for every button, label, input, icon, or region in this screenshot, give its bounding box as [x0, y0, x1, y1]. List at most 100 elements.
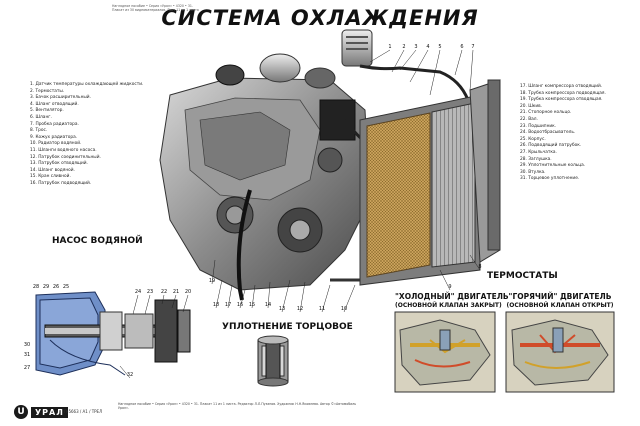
pump-callout: 23 [147, 289, 153, 295]
legend-right-item: 22. Вал. [520, 116, 538, 122]
pump-callout: 22 [161, 289, 167, 295]
pump-callout: 32 [127, 372, 133, 378]
engine-callout: 3 [414, 44, 417, 50]
engine-callout: 9 [448, 284, 451, 290]
engine-callout: 2 [402, 44, 405, 50]
engine-block [159, 29, 470, 301]
poster-code: П-5663 / А1 / ТРЕЛ [64, 409, 103, 414]
pump-callout: 21 [173, 289, 179, 295]
engine-callout: 10 [341, 306, 347, 312]
engine-callout: 12 [297, 306, 303, 312]
legend-left-item: 13. Патрубок отводящий. [30, 161, 88, 167]
engine-callout: 15 [249, 302, 255, 308]
legend-right-item: 20. Шкив. [520, 103, 543, 109]
engine-callout: 19 [209, 278, 215, 284]
face-seal-illustration [257, 335, 289, 387]
seal-heading: УПЛОТНЕНИЕ ТОРЦОВОЕ [222, 322, 353, 332]
cold-engine-label: "ХОЛОДНЫЙ" ДВИГАТЕЛЬ [395, 292, 509, 301]
engine-callout: 14 [265, 302, 271, 308]
pump-leader-line [132, 294, 139, 315]
thermostats-heading: ТЕРМОСТАТЫ [487, 271, 558, 281]
pump-leader-line [161, 294, 165, 305]
pump-leader-line [119, 365, 131, 379]
legend-right-item: 19. Трубка компрессора отводящая. [520, 97, 603, 103]
engine-callout: 1 [388, 44, 391, 50]
pump-callout: 26 [53, 284, 59, 290]
legend-right-item: 29. Уплотнительные кольца. [520, 163, 586, 169]
engine-leader-line [227, 284, 233, 309]
engine-leader-line [251, 284, 256, 309]
pump-callout: 31 [24, 352, 30, 358]
ural-logo-icon: U [14, 405, 28, 419]
engine-callout: 16 [237, 302, 243, 308]
engine-leader-line [343, 284, 356, 313]
pump-heading: НАСОС ВОДЯНОЙ [52, 236, 143, 246]
legend-right-item: 26. Подводящий патрубок. [520, 143, 582, 149]
engine-leader-line [391, 49, 405, 73]
legend-left-item: 10. Радиатор водяной. [30, 141, 82, 147]
engine-leader-line [215, 279, 223, 309]
engine-leader-line [267, 281, 271, 309]
legend-right-item: 31. Торцевое уплотнение. [520, 176, 580, 182]
legend-right-item: 28. Заглушка. [520, 156, 552, 162]
pump-leader-line [144, 294, 151, 315]
legend-right-item: 24. Водоотбрасыватель. [520, 130, 576, 136]
legend-left-item: 12. Патрубок соединительный. [30, 154, 101, 160]
page-title: СИСТЕМА ОХЛАЖДЕНИЯ [161, 6, 479, 30]
legend-left-item: 8. Трос. [30, 128, 48, 134]
engine-leader-line [469, 254, 481, 271]
logo-text: УРАЛ [31, 406, 68, 418]
legend-left-item: 14. Шланг водяной. [30, 167, 75, 173]
engine-leader-line [369, 49, 391, 63]
thermostat-cold-illustration [394, 311, 496, 393]
engine-leader-line [409, 49, 429, 83]
legend-left-item: 6. Шланг. [30, 114, 52, 120]
pump-callout: 29 [43, 284, 49, 290]
pump-leader-line [182, 294, 189, 313]
pump-callout: 24 [135, 289, 141, 295]
hot-valve-label: (ОСНОВНОЙ КЛАПАН ОТКРЫТ) [506, 302, 614, 309]
legend-left-item: 4. Шланг отводящий. [30, 101, 79, 107]
pump-callout: 28 [33, 284, 39, 290]
engine-callout: 6 [460, 44, 463, 50]
cold-valve-label: (ОСНОВНОЙ КЛАПАН ЗАКРЫТ) [395, 302, 502, 309]
legend-right-item: 25. Корпус. [520, 136, 546, 142]
engine-callout: 18 [213, 302, 219, 308]
engine-leader-line [469, 49, 474, 91]
engine-callout: 7 [471, 44, 474, 50]
engine-callout: 13 [279, 306, 285, 312]
logo: U УРАЛ [14, 404, 68, 420]
engine-callout: 5 [438, 44, 441, 50]
engine-leader-line [321, 284, 331, 313]
legend-left-item: 2. Термостаты. [30, 88, 65, 94]
pump-callout: 25 [63, 284, 69, 290]
legend-left-item: 11. Шланги водяного насоса. [30, 147, 97, 153]
legend-left: 1. Датчик температуры охлаждающей жидкос… [30, 82, 143, 188]
legend-right: 17. Шланг компрессора отводящий.18. Труб… [520, 84, 606, 183]
engine-callout: 17 [225, 302, 231, 308]
engine-leader-line [211, 259, 216, 285]
header-note: Наглядное пособие • Серия «Урал» • 4320 … [112, 4, 199, 12]
engine-leader-line [439, 269, 451, 291]
legend-left-item: 5. Вентилятор. [30, 108, 64, 114]
water-pump-section [35, 291, 191, 376]
hot-engine-label: "ГОРЯЧИЙ" ДВИГАТЕЛЬ [508, 292, 612, 301]
legend-right-item: 23. Подшипник. [520, 123, 557, 129]
engine-leader-line [429, 49, 441, 96]
legend-right-item: 18. Трубка компрессора подводящая. [520, 90, 606, 96]
engine-leader-line [299, 281, 306, 313]
legend-left-item: 15. Кран сливной. [30, 174, 71, 180]
engine-leader-line [454, 49, 463, 76]
pump-leader-line [171, 294, 177, 309]
pump-callout: 20 [185, 289, 191, 295]
thermostat-hot-illustration [505, 311, 615, 393]
engine-callout: 4 [426, 44, 429, 50]
legend-left-item: 9. Кожух радиатора. [30, 134, 78, 140]
legend-left-item: 7. Пробка радиатора. [30, 121, 79, 127]
legend-right-item: 27. Крыльчатка. [520, 149, 557, 155]
legend-left-item: 1. Датчик температуры охлаждающей жидкос… [30, 82, 144, 87]
engine-leader-line [399, 49, 417, 71]
engine-callout: 8 [478, 264, 481, 270]
